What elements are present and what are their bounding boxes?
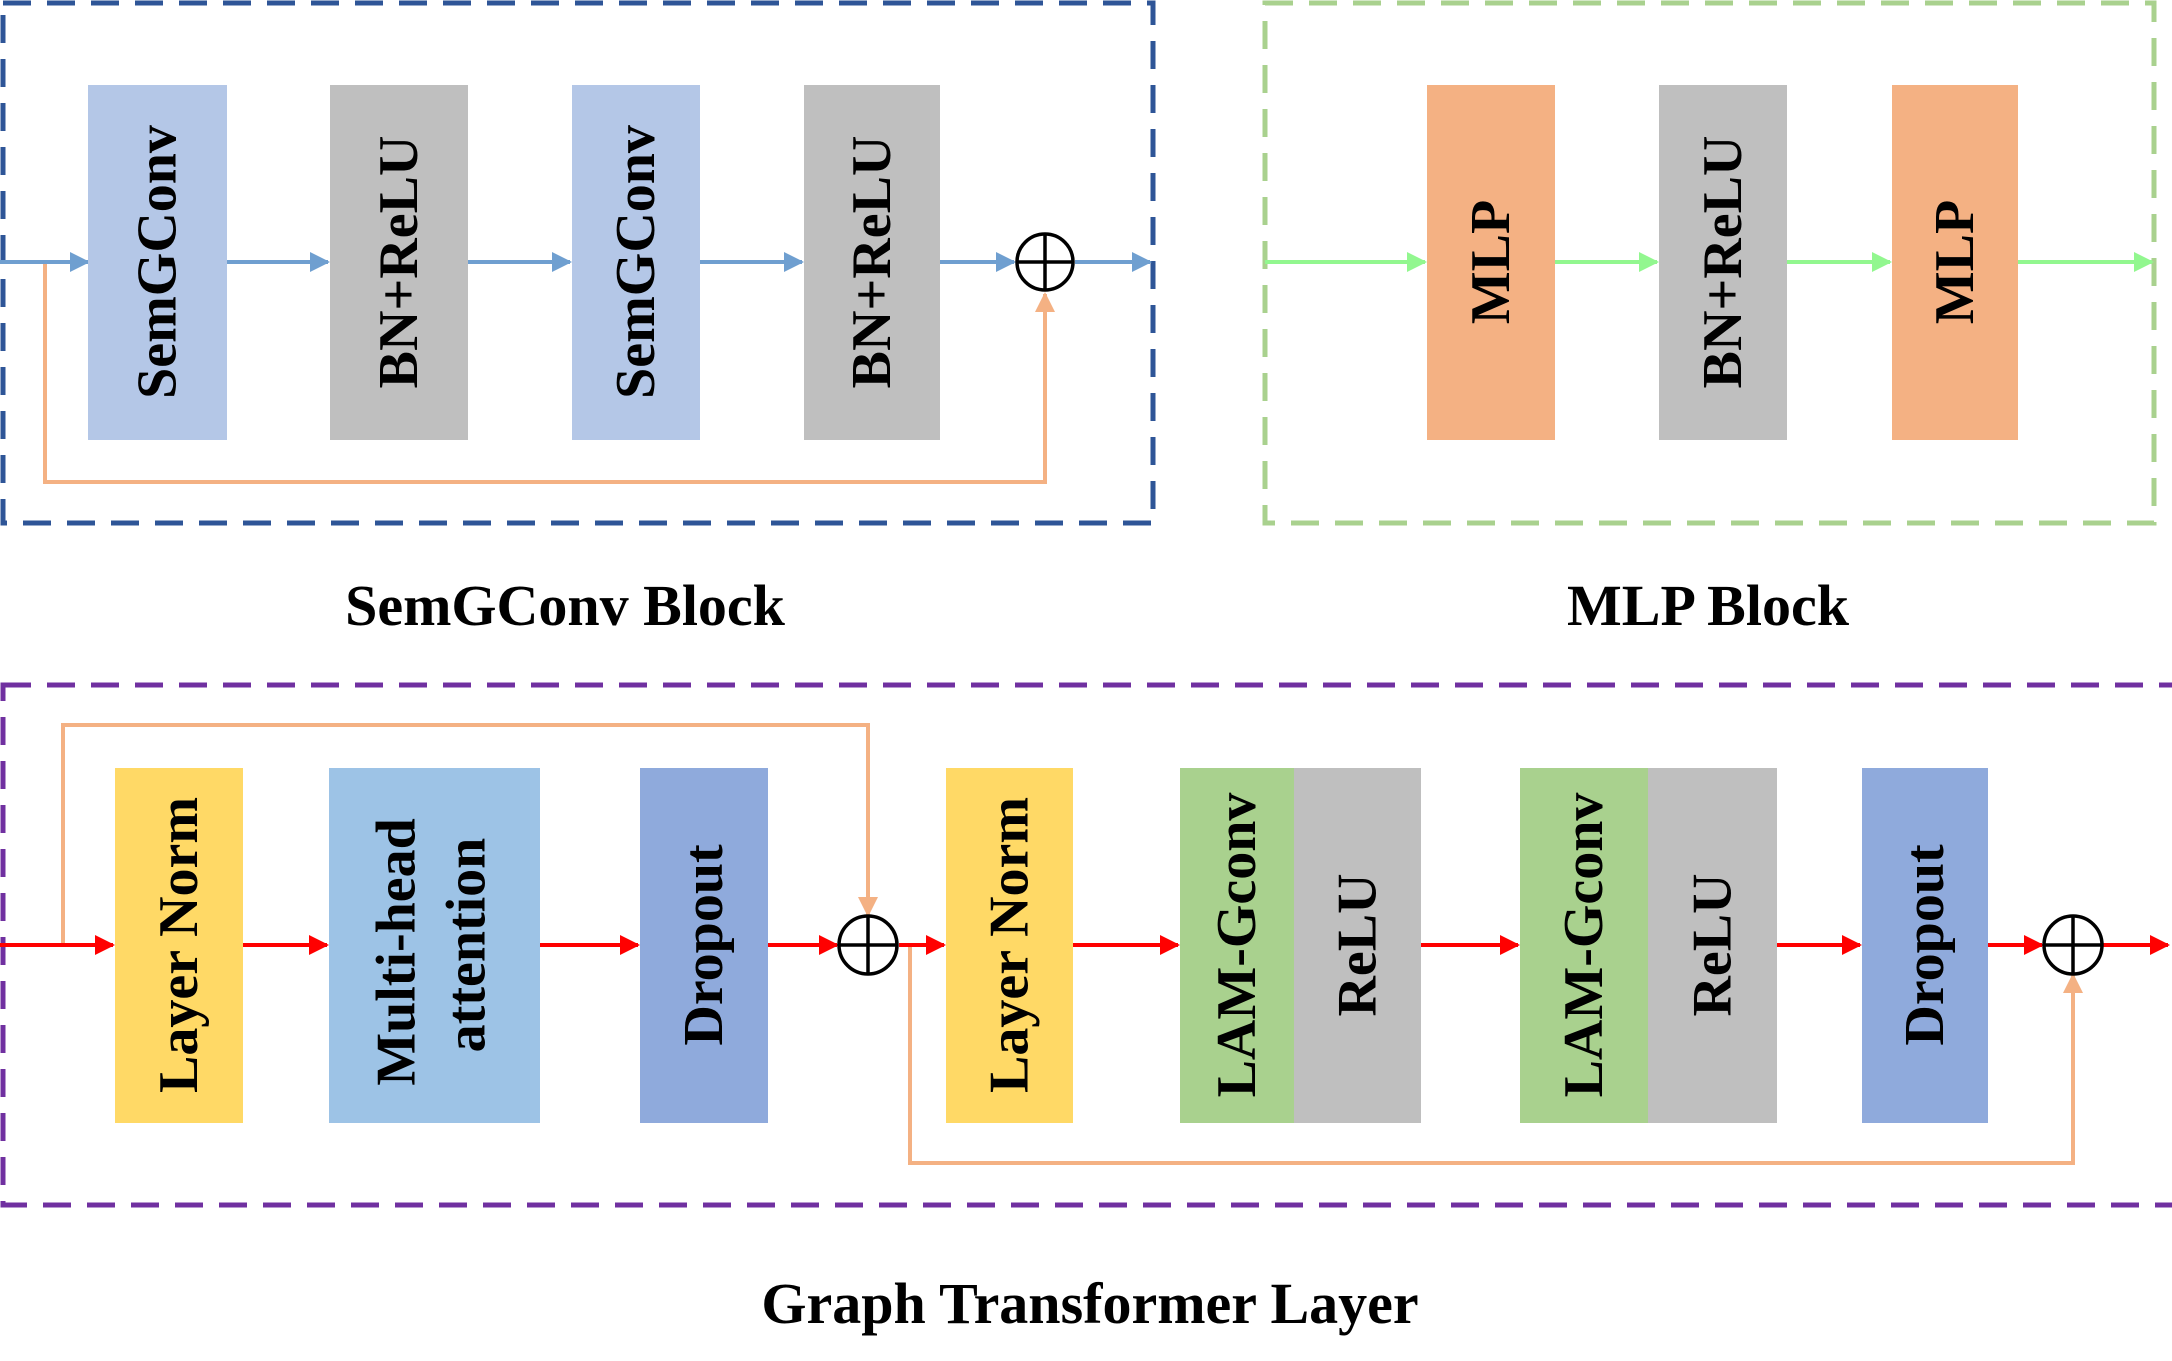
transformer-layer-caption: Graph Transformer Layer <box>761 1271 1418 1336</box>
attention-block-label-line2: attention <box>436 838 498 1053</box>
transformer-skip-connection-2 <box>908 945 2083 1165</box>
mlp-block-1-label: MLP <box>1460 200 1522 324</box>
semgconv-block-2: SemGConv <box>572 85 700 440</box>
mlp-block-2: MLP <box>1892 85 2018 440</box>
semgconv-bn-relu-1-label: BN+ReLU <box>368 136 430 389</box>
transformer-add-icon-2 <box>2042 914 2104 976</box>
dropout-block-1: Dropout <box>640 768 768 1123</box>
semgconv-bn-relu-2: BN+ReLU <box>804 85 940 440</box>
layer-norm-block-1-label: Layer Norm <box>148 797 210 1093</box>
semgconv-bn-relu-2-label: BN+ReLU <box>841 136 903 389</box>
semgconv-block-2-label: SemGConv <box>605 125 667 399</box>
transformer-add-icon-1 <box>837 914 899 976</box>
semgconv-bn-relu-1: BN+ReLU <box>330 85 468 440</box>
relu-block-2-label: ReLU <box>1682 873 1744 1016</box>
semgconv-block: SemGConv BN+ReLU SemGConv BN+ReLU SemGCo… <box>0 0 1156 638</box>
mlp-block-caption: MLP Block <box>1567 573 1850 638</box>
dropout-block-1-label: Dropout <box>673 844 735 1046</box>
mlp-bn-relu: BN+ReLU <box>1659 85 1787 440</box>
semgconv-block-1: SemGConv <box>88 85 227 440</box>
relu-block-2: ReLU <box>1648 768 1777 1123</box>
relu-block-1-label: ReLU <box>1327 873 1389 1016</box>
attention-block-label-line1: Multi-head <box>366 818 428 1086</box>
semgconv-block-caption: SemGConv Block <box>345 573 786 638</box>
mlp-block-2-label: MLP <box>1924 200 1986 324</box>
dropout-block-2: Dropout <box>1862 768 1988 1123</box>
mlp-block: MLP BN+ReLU MLP MLP Block <box>1262 0 2157 638</box>
semgconv-add-icon <box>1015 232 1075 292</box>
svg-text:Multi-head attention: Multi-head attention <box>366 804 498 1086</box>
lam-gconv-block-2: LAM-Gconv <box>1520 768 1648 1123</box>
layer-norm-block-1: Layer Norm <box>115 768 243 1123</box>
lam-gconv-block-1-label: LAM-Gconv <box>1206 793 1268 1098</box>
layer-norm-block-2-label: Layer Norm <box>979 797 1041 1093</box>
layer-norm-block-2: Layer Norm <box>946 768 1073 1123</box>
multi-head-attention-block: Multi-head attention <box>329 768 540 1123</box>
dropout-block-2-label: Dropout <box>1894 844 1956 1046</box>
mlp-bn-relu-label: BN+ReLU <box>1692 136 1754 389</box>
semgconv-block-1-label: SemGConv <box>127 125 189 399</box>
mlp-block-1: MLP <box>1427 85 1555 440</box>
relu-block-1: ReLU <box>1294 768 1421 1123</box>
semgconv-skip-connection <box>43 262 1055 484</box>
lam-gconv-block-2-label: LAM-Gconv <box>1553 793 1615 1098</box>
lam-gconv-block-1: LAM-Gconv <box>1180 768 1294 1123</box>
transformer-layer: Layer Norm Multi-head attention Dropout … <box>0 682 2172 1336</box>
transformer-skip-connection-1 <box>61 723 878 945</box>
